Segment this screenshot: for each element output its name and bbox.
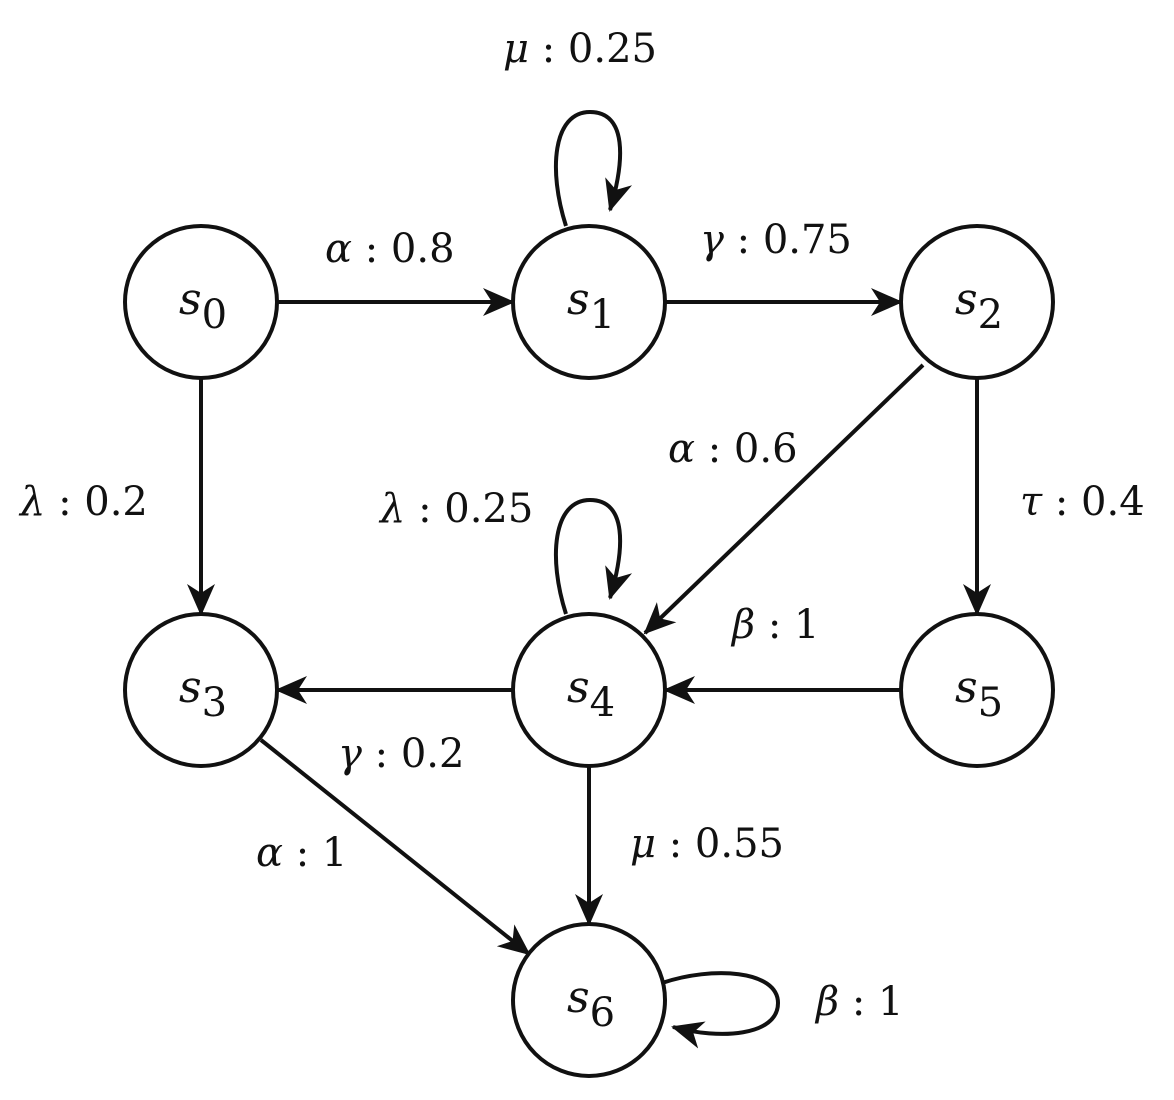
state-label: s6 <box>567 972 615 1036</box>
state-circle <box>123 224 279 380</box>
transition-label-s2-s5: τ : 0.4 <box>1020 479 1145 525</box>
transition-probability: 0.25 <box>568 26 657 72</box>
transition-separator: : <box>1042 479 1081 525</box>
transition-probability: 0.2 <box>401 731 465 777</box>
transition-action: α <box>256 830 283 876</box>
transition-action: μ <box>503 26 529 72</box>
state-circle <box>899 612 1055 768</box>
transition-separator: : <box>283 830 322 876</box>
transition-separator: : <box>695 426 734 472</box>
transition-action: μ <box>630 821 656 867</box>
transition-separator: : <box>839 979 878 1025</box>
transition-action: α <box>325 226 352 272</box>
state-label-subscript: 5 <box>978 680 1003 726</box>
state-label: s3 <box>179 662 227 726</box>
transition-probability: 0.6 <box>734 426 798 472</box>
transition-action: β <box>730 602 755 648</box>
state-label-subscript: 3 <box>202 680 227 726</box>
transition-label-s4-s6: μ : 0.55 <box>630 821 784 867</box>
state-label-subscript: 2 <box>978 292 1003 338</box>
edges-layer <box>187 109 991 1049</box>
state-label-subscript: 4 <box>590 680 615 726</box>
state-label-base: s <box>567 662 590 713</box>
transition-label-s3-s6: α : 1 <box>256 830 347 876</box>
state-label-subscript: 1 <box>590 292 615 338</box>
edge-labels-layer: α : 0.8λ : 0.2μ : 0.25γ : 0.75α : 0.6τ :… <box>18 26 1145 1025</box>
transition-label-s6-s6: β : 1 <box>814 979 903 1025</box>
transition-separator: : <box>724 217 763 263</box>
transition-action: τ <box>1020 479 1043 525</box>
state-node-s3: s3 <box>123 612 279 768</box>
transition-probability: 0.8 <box>391 226 455 272</box>
state-circle <box>511 224 667 380</box>
state-label-base: s <box>179 662 202 713</box>
transition-label-s0-s1: α : 0.8 <box>325 226 455 272</box>
state-node-s0: s0 <box>123 224 279 380</box>
state-circle <box>123 612 279 768</box>
transition-separator: : <box>405 486 444 532</box>
transition-label-s4-s3: γ : 0.2 <box>338 731 464 777</box>
state-label-base: s <box>179 274 202 325</box>
state-label: s1 <box>567 274 615 338</box>
transition-action: α <box>668 426 695 472</box>
state-label: s2 <box>955 274 1003 338</box>
state-node-s5: s5 <box>899 612 1055 768</box>
state-label-base: s <box>567 972 590 1023</box>
state-circle <box>511 612 667 768</box>
transition-separator: : <box>362 731 401 777</box>
transition-label-s2-s4: α : 0.6 <box>668 426 798 472</box>
transition-probability: 0.4 <box>1081 479 1145 525</box>
transition-label-s5-s4: β : 1 <box>730 602 819 648</box>
state-label: s5 <box>955 662 1003 726</box>
transition-arrow-s1-s1 <box>553 109 633 227</box>
transition-action: β <box>814 979 839 1025</box>
transition-probability: 1 <box>322 830 347 876</box>
transition-label-s0-s3: λ : 0.2 <box>18 479 148 525</box>
transition-label-s4-s4: λ : 0.25 <box>378 486 533 532</box>
state-label: s0 <box>179 274 227 338</box>
transition-arrow-s3-s6 <box>259 738 531 956</box>
transition-separator: : <box>755 602 794 648</box>
state-label-base: s <box>567 274 590 325</box>
state-node-s1: s1 <box>511 224 667 380</box>
state-label-subscript: 6 <box>590 990 615 1036</box>
transition-probability: 0.75 <box>763 217 852 263</box>
transition-arrow-s4-s4 <box>553 497 633 615</box>
state-label-subscript: 0 <box>202 292 227 338</box>
state-node-s2: s2 <box>899 224 1055 380</box>
transition-action: γ <box>338 731 362 777</box>
transition-action: γ <box>700 217 724 263</box>
transition-separator: : <box>529 26 568 72</box>
state-label: s4 <box>567 662 615 726</box>
transition-label-s1-s1: μ : 0.25 <box>503 26 657 72</box>
state-circle <box>899 224 1055 380</box>
transition-separator: : <box>656 821 695 867</box>
transition-arrow-s2-s4 <box>643 363 925 635</box>
transition-probability: 0.55 <box>695 821 784 867</box>
state-circle <box>511 922 667 1078</box>
transition-action: λ <box>18 479 45 525</box>
transition-probability: 0.2 <box>84 479 148 525</box>
transition-action: λ <box>378 486 405 532</box>
state-node-s6: s6 <box>511 922 667 1078</box>
transition-probability: 1 <box>794 602 819 648</box>
transition-arrow-s6-s6 <box>661 971 781 1049</box>
transition-probability: 1 <box>878 979 903 1025</box>
transition-label-s1-s2: γ : 0.75 <box>700 217 852 263</box>
transition-separator: : <box>45 479 84 525</box>
state-node-s4: s4 <box>511 612 667 768</box>
state-label-base: s <box>955 274 978 325</box>
state-label-base: s <box>955 662 978 713</box>
transition-probability: 0.25 <box>444 486 533 532</box>
transition-separator: : <box>352 226 391 272</box>
